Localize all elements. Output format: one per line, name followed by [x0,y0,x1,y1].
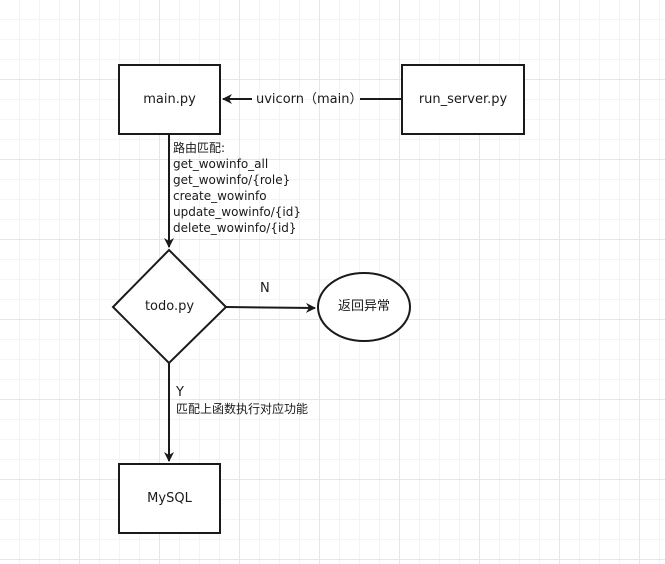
run-server-py-box [401,64,525,135]
route-item: get_wowinfo_all [173,157,269,171]
route-item: delete_wowinfo/{id} [173,221,297,235]
main-py-box [118,64,221,135]
yes-branch-label: Y [176,385,184,400]
route-item: create_wowinfo [173,189,267,203]
edge-todo-to-error [225,302,316,313]
route-item: update_wowinfo/{id} [173,205,302,219]
mysql-box [118,463,221,534]
route-title-label: 路由匹配: [173,141,226,155]
main-py-label: main.py [143,92,196,107]
uvicorn-edge-label: uvicorn（main） [256,92,363,107]
run-server-py-label: run_server.py [418,92,508,107]
error-label: 返回异常 [337,299,390,314]
mysql-label: MySQL [147,491,192,506]
yes-branch-description: 匹配上函数执行对应功能 [176,402,309,416]
error-ellipse [317,272,411,342]
no-branch-label: N [260,281,270,296]
route-item: get_wowinfo/{role} [173,173,291,187]
todo-py-label: todo.py [144,299,195,314]
